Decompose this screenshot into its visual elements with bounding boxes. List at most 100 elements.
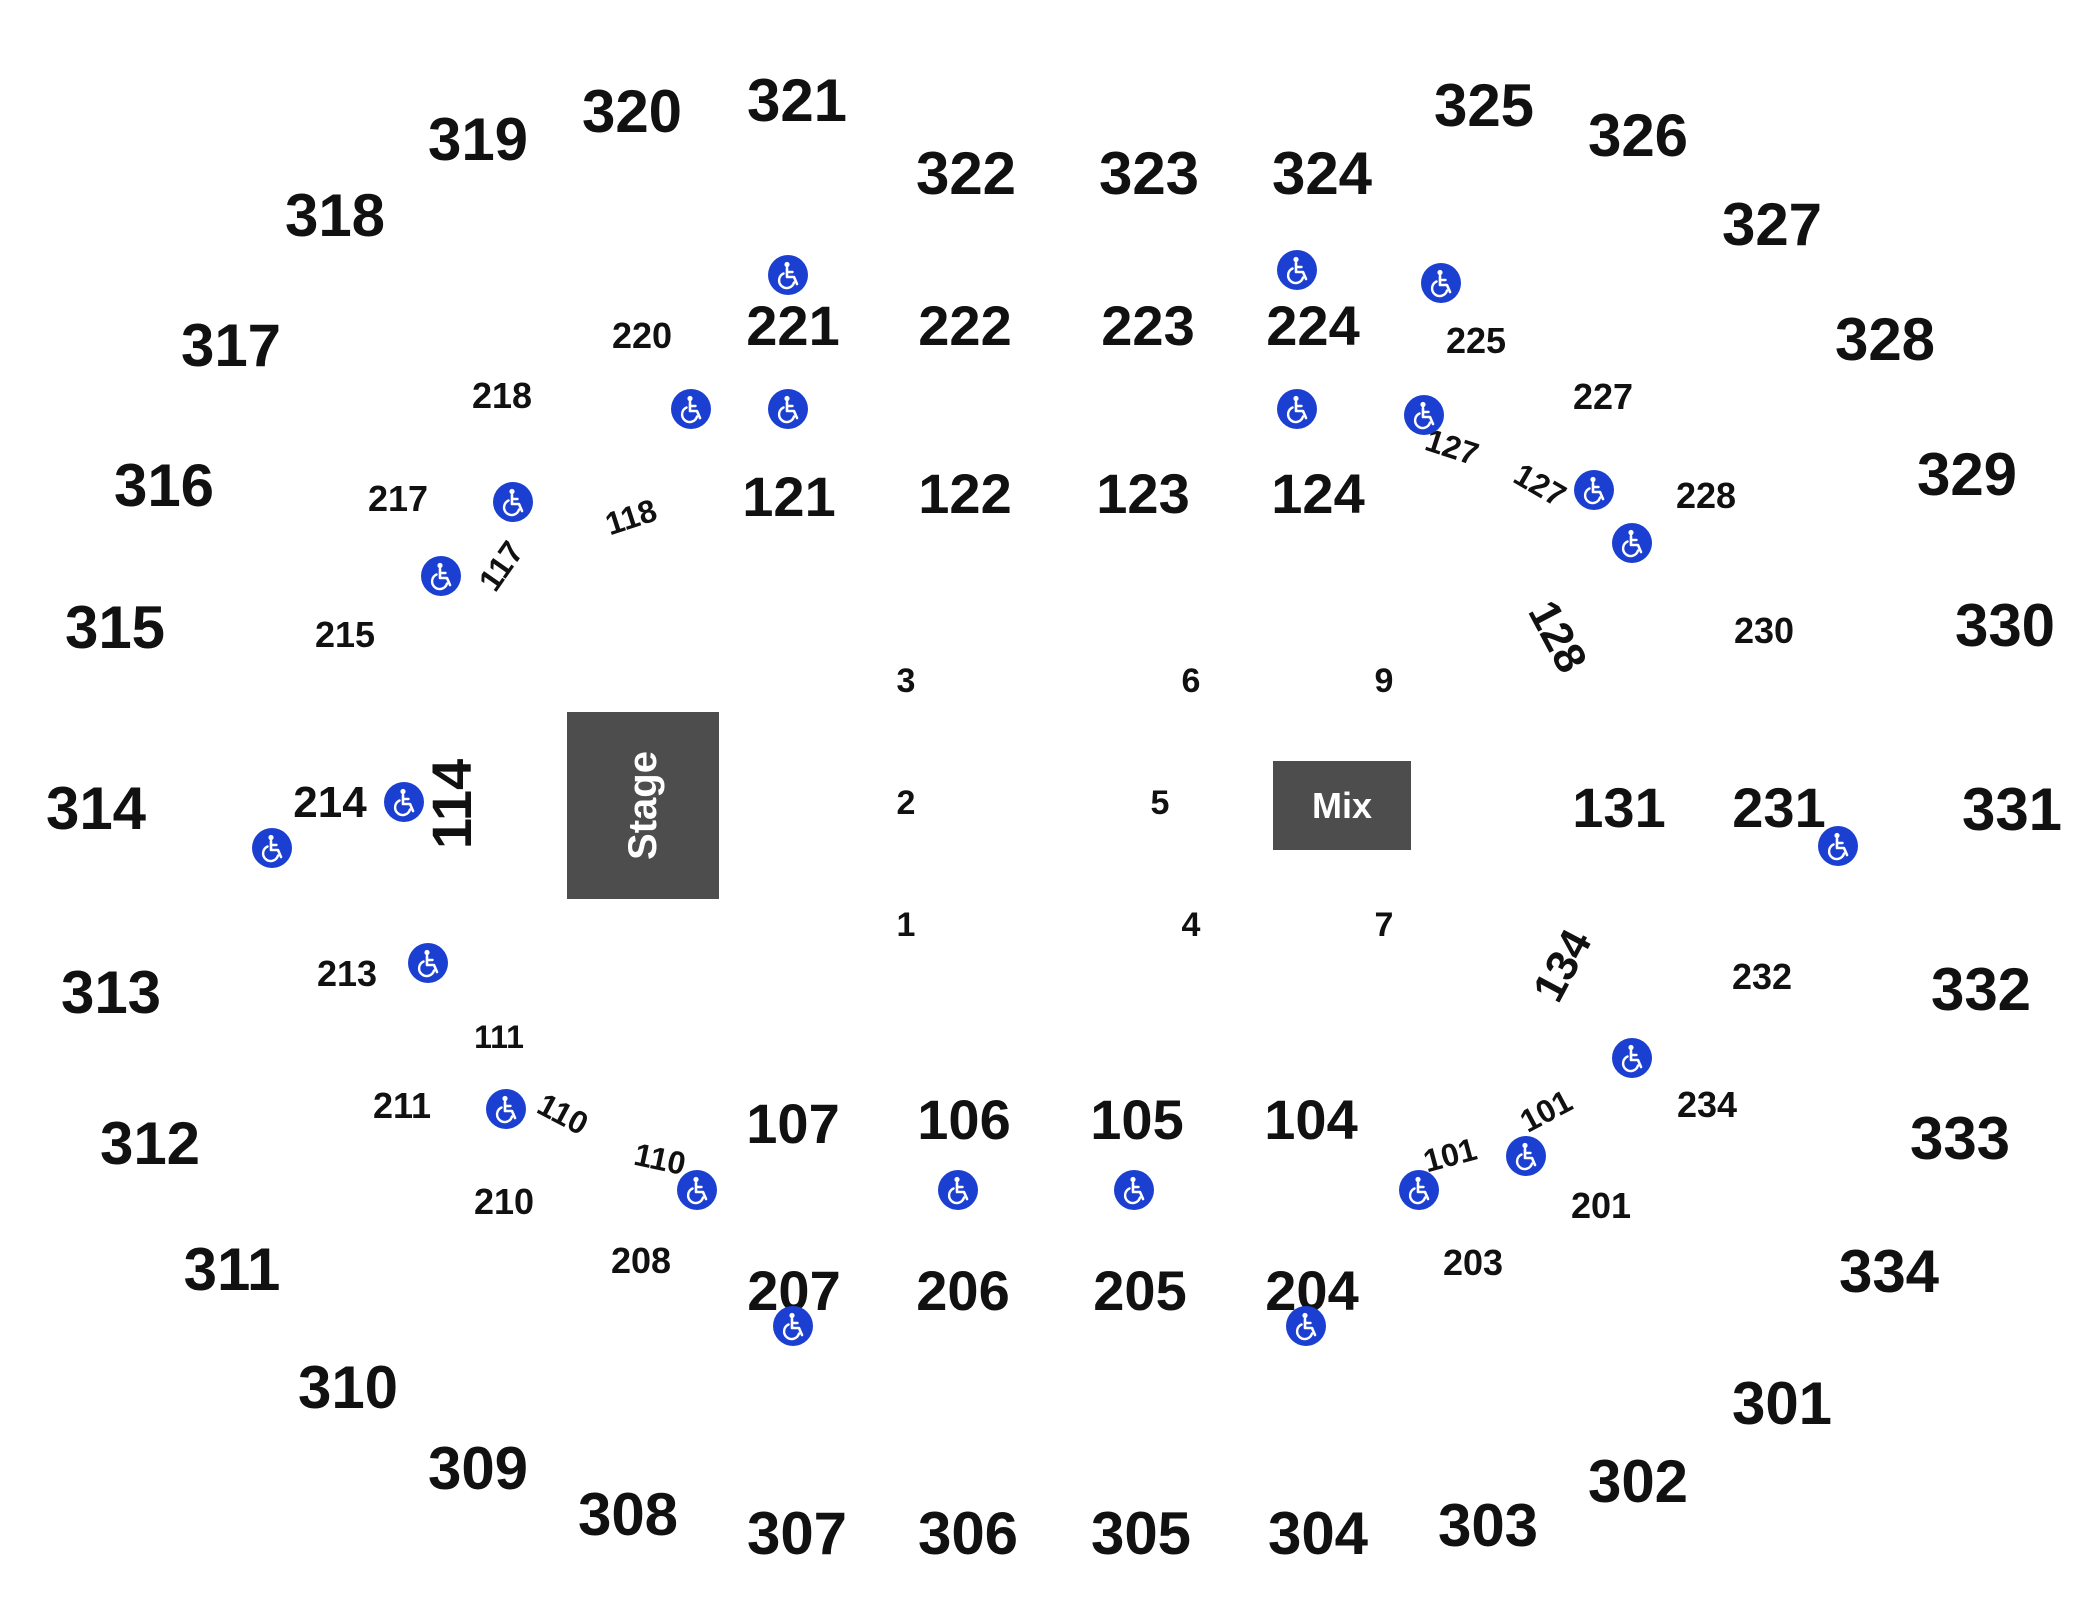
section-122[interactable]: 122 bbox=[918, 462, 1012, 525]
section-313[interactable]: 313 bbox=[60, 959, 162, 1026]
section-127-a[interactable]: 127 bbox=[1421, 422, 1483, 473]
section-134[interactable]: 134 bbox=[1524, 922, 1602, 1010]
section-211[interactable]: 211 bbox=[372, 1085, 432, 1126]
floor-section-2[interactable]: 2 bbox=[896, 784, 916, 822]
wheelchair-accessible-icon[interactable] bbox=[421, 556, 461, 596]
wheelchair-accessible-icon[interactable] bbox=[768, 389, 808, 429]
wheelchair-accessible-icon[interactable] bbox=[1506, 1136, 1546, 1176]
section-332[interactable]: 332 bbox=[1930, 956, 2032, 1023]
section-201[interactable]: 201 bbox=[1570, 1185, 1632, 1226]
section-118[interactable]: 118 bbox=[601, 492, 661, 542]
section-230[interactable]: 230 bbox=[1733, 610, 1795, 651]
section-228[interactable]: 228 bbox=[1675, 475, 1737, 516]
wheelchair-accessible-icon[interactable] bbox=[773, 1306, 813, 1346]
section-324[interactable]: 324 bbox=[1271, 140, 1373, 207]
section-305[interactable]: 305 bbox=[1090, 1500, 1192, 1567]
section-310[interactable]: 310 bbox=[297, 1354, 399, 1421]
section-203[interactable]: 203 bbox=[1442, 1242, 1504, 1283]
section-213[interactable]: 213 bbox=[316, 953, 378, 994]
floor-section-4[interactable]: 4 bbox=[1181, 906, 1201, 944]
section-321[interactable]: 321 bbox=[746, 67, 848, 134]
section-106[interactable]: 106 bbox=[917, 1088, 1011, 1151]
section-329[interactable]: 329 bbox=[1916, 441, 2018, 508]
section-206[interactable]: 206 bbox=[916, 1259, 1010, 1322]
section-131[interactable]: 131 bbox=[1572, 776, 1666, 839]
section-307[interactable]: 307 bbox=[746, 1500, 848, 1567]
wheelchair-accessible-icon[interactable] bbox=[1612, 523, 1652, 563]
section-319[interactable]: 319 bbox=[427, 106, 529, 173]
section-327[interactable]: 327 bbox=[1721, 191, 1823, 258]
section-105[interactable]: 105 bbox=[1090, 1088, 1184, 1151]
section-127-b[interactable]: 127 bbox=[1508, 456, 1572, 514]
wheelchair-accessible-icon[interactable] bbox=[1399, 1170, 1439, 1210]
section-217[interactable]: 217 bbox=[367, 478, 429, 519]
section-215[interactable]: 215 bbox=[314, 614, 376, 655]
section-309[interactable]: 309 bbox=[427, 1435, 529, 1502]
section-223[interactable]: 223 bbox=[1101, 294, 1195, 357]
section-315[interactable]: 315 bbox=[64, 594, 166, 661]
section-330[interactable]: 330 bbox=[1954, 592, 2056, 659]
section-225[interactable]: 225 bbox=[1445, 320, 1507, 361]
section-326[interactable]: 326 bbox=[1587, 102, 1689, 169]
section-214[interactable]: 214 bbox=[293, 778, 367, 827]
section-234[interactable]: 234 bbox=[1676, 1084, 1738, 1125]
section-333[interactable]: 333 bbox=[1909, 1105, 2011, 1172]
floor-section-5[interactable]: 5 bbox=[1150, 784, 1170, 822]
wheelchair-accessible-icon[interactable] bbox=[1114, 1170, 1154, 1210]
section-101-a[interactable]: 101 bbox=[1420, 1131, 1481, 1180]
wheelchair-accessible-icon[interactable] bbox=[1404, 395, 1444, 435]
section-117[interactable]: 117 bbox=[471, 535, 530, 598]
wheelchair-accessible-icon[interactable] bbox=[486, 1089, 526, 1129]
wheelchair-accessible-icon[interactable] bbox=[1421, 263, 1461, 303]
section-110-a[interactable]: 110 bbox=[532, 1086, 594, 1142]
section-328[interactable]: 328 bbox=[1834, 306, 1936, 373]
section-306[interactable]: 306 bbox=[917, 1500, 1019, 1567]
wheelchair-accessible-icon[interactable] bbox=[1277, 250, 1317, 290]
section-232[interactable]: 232 bbox=[1731, 956, 1793, 997]
section-231[interactable]: 231 bbox=[1732, 776, 1826, 839]
floor-section-6[interactable]: 6 bbox=[1181, 662, 1201, 700]
wheelchair-accessible-icon[interactable] bbox=[1574, 470, 1614, 510]
floor-section-1[interactable]: 1 bbox=[896, 906, 916, 944]
section-303[interactable]: 303 bbox=[1437, 1492, 1539, 1559]
section-312[interactable]: 312 bbox=[99, 1110, 201, 1177]
section-334[interactable]: 334 bbox=[1838, 1238, 1940, 1305]
section-304[interactable]: 304 bbox=[1267, 1500, 1369, 1567]
wheelchair-accessible-icon[interactable] bbox=[493, 482, 533, 522]
section-101-b[interactable]: 101 bbox=[1514, 1083, 1578, 1140]
section-128[interactable]: 128 bbox=[1519, 593, 1597, 681]
floor-section-9[interactable]: 9 bbox=[1374, 662, 1394, 700]
section-107[interactable]: 107 bbox=[746, 1092, 840, 1155]
wheelchair-accessible-icon[interactable] bbox=[1277, 389, 1317, 429]
section-320[interactable]: 320 bbox=[581, 78, 683, 145]
wheelchair-accessible-icon[interactable] bbox=[768, 255, 808, 295]
section-325[interactable]: 325 bbox=[1433, 72, 1535, 139]
section-331[interactable]: 331 bbox=[1961, 776, 2063, 843]
section-318[interactable]: 318 bbox=[284, 182, 386, 249]
wheelchair-accessible-icon[interactable] bbox=[408, 943, 448, 983]
section-222[interactable]: 222 bbox=[918, 294, 1012, 357]
section-220[interactable]: 220 bbox=[611, 315, 673, 356]
section-311[interactable]: 311 bbox=[183, 1236, 281, 1303]
section-317[interactable]: 317 bbox=[180, 312, 282, 379]
section-124[interactable]: 124 bbox=[1271, 462, 1365, 525]
section-104[interactable]: 104 bbox=[1264, 1088, 1358, 1151]
section-123[interactable]: 123 bbox=[1096, 462, 1190, 525]
section-221[interactable]: 221 bbox=[746, 294, 840, 357]
wheelchair-accessible-icon[interactable] bbox=[1818, 826, 1858, 866]
wheelchair-accessible-icon[interactable] bbox=[677, 1170, 717, 1210]
section-210[interactable]: 210 bbox=[473, 1181, 535, 1222]
section-121[interactable]: 121 bbox=[742, 465, 836, 528]
wheelchair-accessible-icon[interactable] bbox=[252, 828, 292, 868]
section-111[interactable]: 111 bbox=[474, 1019, 524, 1055]
section-218[interactable]: 218 bbox=[471, 375, 533, 416]
floor-section-7[interactable]: 7 bbox=[1374, 906, 1394, 944]
section-308[interactable]: 308 bbox=[577, 1481, 679, 1548]
wheelchair-accessible-icon[interactable] bbox=[671, 389, 711, 429]
section-302[interactable]: 302 bbox=[1587, 1448, 1689, 1515]
section-322[interactable]: 322 bbox=[915, 140, 1017, 207]
section-314[interactable]: 314 bbox=[45, 775, 147, 842]
wheelchair-accessible-icon[interactable] bbox=[384, 782, 424, 822]
section-208[interactable]: 208 bbox=[610, 1240, 672, 1281]
wheelchair-accessible-icon[interactable] bbox=[1612, 1038, 1652, 1078]
